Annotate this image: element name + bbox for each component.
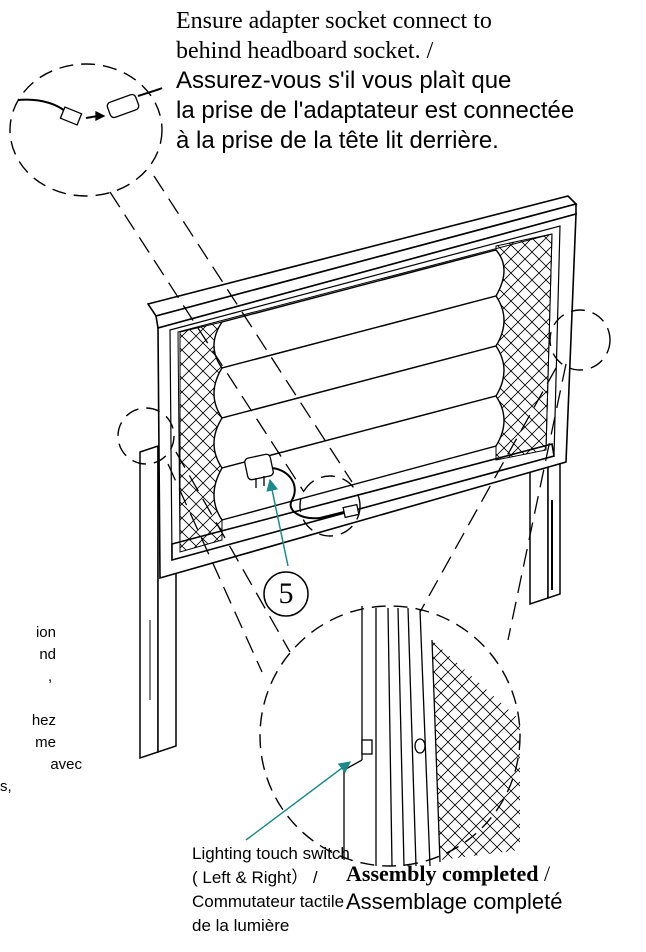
assembly-completed-label: Assembly completed / Assemblage completé bbox=[346, 860, 562, 916]
cushions bbox=[213, 249, 505, 521]
right-leg bbox=[529, 458, 561, 606]
adapter-note-line-1: Ensure adapter socket connect to bbox=[176, 8, 492, 34]
cropped-note-line-1: ion bbox=[35, 624, 56, 641]
adapter-instruction: Ensure adapter socket connect to behind … bbox=[176, 6, 574, 156]
callout-leaders bbox=[109, 175, 567, 673]
adapter-note-line-5: à la prise de la tête lit derrière. bbox=[176, 127, 499, 154]
assembly-title-separator: / bbox=[538, 861, 551, 886]
adapter-and-cable bbox=[244, 453, 360, 520]
cropped-note-line-2: nd bbox=[39, 646, 56, 663]
left-pad-hatch bbox=[179, 321, 223, 553]
switch-note-line-2: ( Left & Right） / bbox=[192, 868, 318, 887]
switch-note-line-1: Lighting touch switch bbox=[192, 844, 350, 863]
assembly-title-fr: Assemblage completé bbox=[346, 889, 563, 914]
cropped-note-line-4: hez bbox=[31, 712, 56, 729]
touch-switch-label: Lighting touch switch ( Left & Right） / … bbox=[192, 842, 350, 938]
plug-socket-zoom bbox=[17, 87, 163, 126]
cropped-note-line-3: , bbox=[48, 668, 53, 685]
cropped-note-line-6: avec bbox=[50, 756, 82, 773]
cropped-note: ion nd , hez me avec s, bbox=[0, 622, 82, 798]
adapter-note-line-3: Assurez-vous s'il vous plaìt que bbox=[176, 67, 512, 94]
cropped-note-line-7: s, bbox=[0, 778, 12, 795]
cropped-note-line-5: me bbox=[35, 734, 56, 751]
switch-leader bbox=[245, 761, 351, 841]
frame-edge-zoom bbox=[343, 606, 520, 867]
adapter-note-line-4: la prise de l'adaptateur est connectée bbox=[176, 97, 575, 124]
switch-note-line-3: Commutateur tactile bbox=[192, 892, 345, 911]
step-number-circle bbox=[263, 571, 309, 617]
assembly-title-en: Assembly completed bbox=[346, 861, 539, 886]
switch-note-line-4: de la lumière bbox=[192, 916, 290, 935]
adapter-note-line-2: behind headboard socket. / bbox=[176, 38, 434, 64]
step-5-leader bbox=[266, 478, 289, 567]
step-number: 5 bbox=[278, 577, 294, 610]
